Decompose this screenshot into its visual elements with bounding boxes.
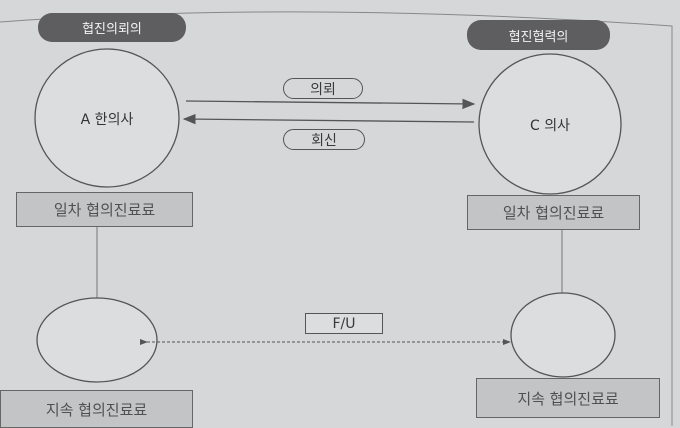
request-arrow [185, 98, 476, 110]
right-first-fee-box: 일차 협의진료료 [467, 195, 640, 230]
left-first-fee-box: 일차 협의진료료 [16, 192, 193, 227]
right-role-badge: 협진협력의 [467, 20, 610, 50]
reply-label: 회신 [283, 129, 365, 150]
left-role-badge: 협진의뢰의 [38, 13, 186, 42]
right-small-circle [510, 292, 616, 378]
node-a-circle [34, 48, 180, 188]
reply-arrow [182, 113, 475, 125]
left-small-circle [36, 297, 158, 383]
node-c-label: C 의사 [530, 118, 570, 134]
left-continued-fee-box: 지속 협의진료료 [0, 390, 193, 428]
request-label: 의뢰 [283, 78, 363, 99]
followup-label: F/U [305, 313, 383, 334]
node-c-circle [478, 53, 622, 195]
right-continued-fee-box: 지속 협의진료료 [476, 378, 660, 418]
node-a-label: A 한의사 [80, 112, 134, 128]
